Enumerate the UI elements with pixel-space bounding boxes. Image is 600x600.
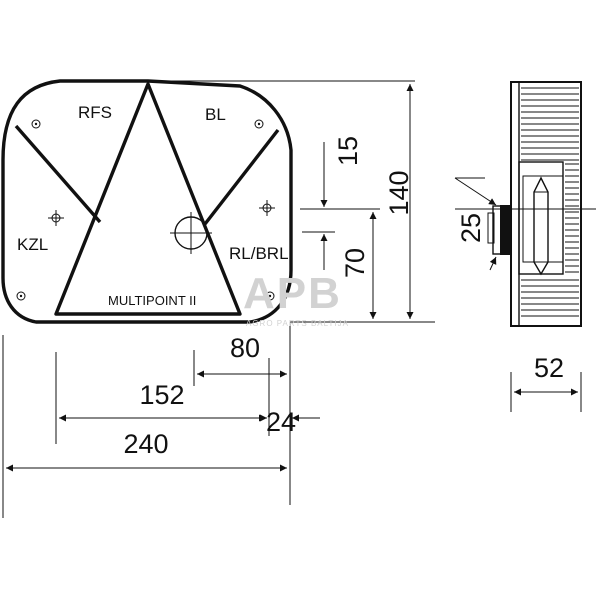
mounting-hole-crosshair-icon	[259, 200, 275, 216]
mounting-hole-crosshair-icon	[48, 210, 64, 226]
front-view: RFS BL KZL RL/BRL MULTIPOINT II	[1, 79, 293, 324]
mounting-bracket-icon	[487, 205, 512, 255]
dimension-25: 25	[456, 213, 486, 243]
watermark-text: APB	[243, 269, 342, 318]
side-body-outline	[510, 81, 582, 327]
side-ribs	[521, 87, 579, 317]
dimension-15: 15	[333, 136, 363, 166]
lamp-housing-outline	[1, 79, 293, 324]
mounting-screw-icon	[254, 119, 264, 129]
mounting-screw-icon	[31, 119, 41, 129]
dimension-70: 70	[340, 248, 370, 278]
dimension-80: 80	[230, 333, 260, 363]
model-name-label: MULTIPOINT II	[108, 293, 196, 308]
mounting-screw-icon	[16, 291, 26, 301]
front-dimensions: 15 140 70 80 152 24 240	[2, 80, 435, 518]
dimension-152: 152	[139, 380, 184, 410]
zone-label-rfs: RFS	[78, 103, 112, 122]
dimension-240: 240	[123, 429, 168, 459]
warning-triangle-outline	[54, 82, 242, 316]
mounting-screw-icon	[265, 291, 275, 301]
watermark-subtitle: AGRO PARTS BALTIJA	[246, 319, 349, 328]
dimension-52: 52	[534, 353, 564, 383]
zone-label-bl: BL	[205, 105, 226, 124]
zone-label-rl-brl: RL/BRL	[229, 244, 289, 263]
zone-label-kzl: KZL	[17, 235, 48, 254]
dimension-140: 140	[384, 170, 414, 215]
right-zone-divider	[203, 128, 280, 226]
dimension-24: 24	[266, 407, 296, 437]
watermark-logo: APB AGRO PARTS BALTIJA	[243, 269, 349, 328]
left-zone-divider	[14, 124, 102, 224]
side-view: 25 52	[454, 81, 596, 412]
cable-entry-hole-icon	[170, 212, 212, 254]
